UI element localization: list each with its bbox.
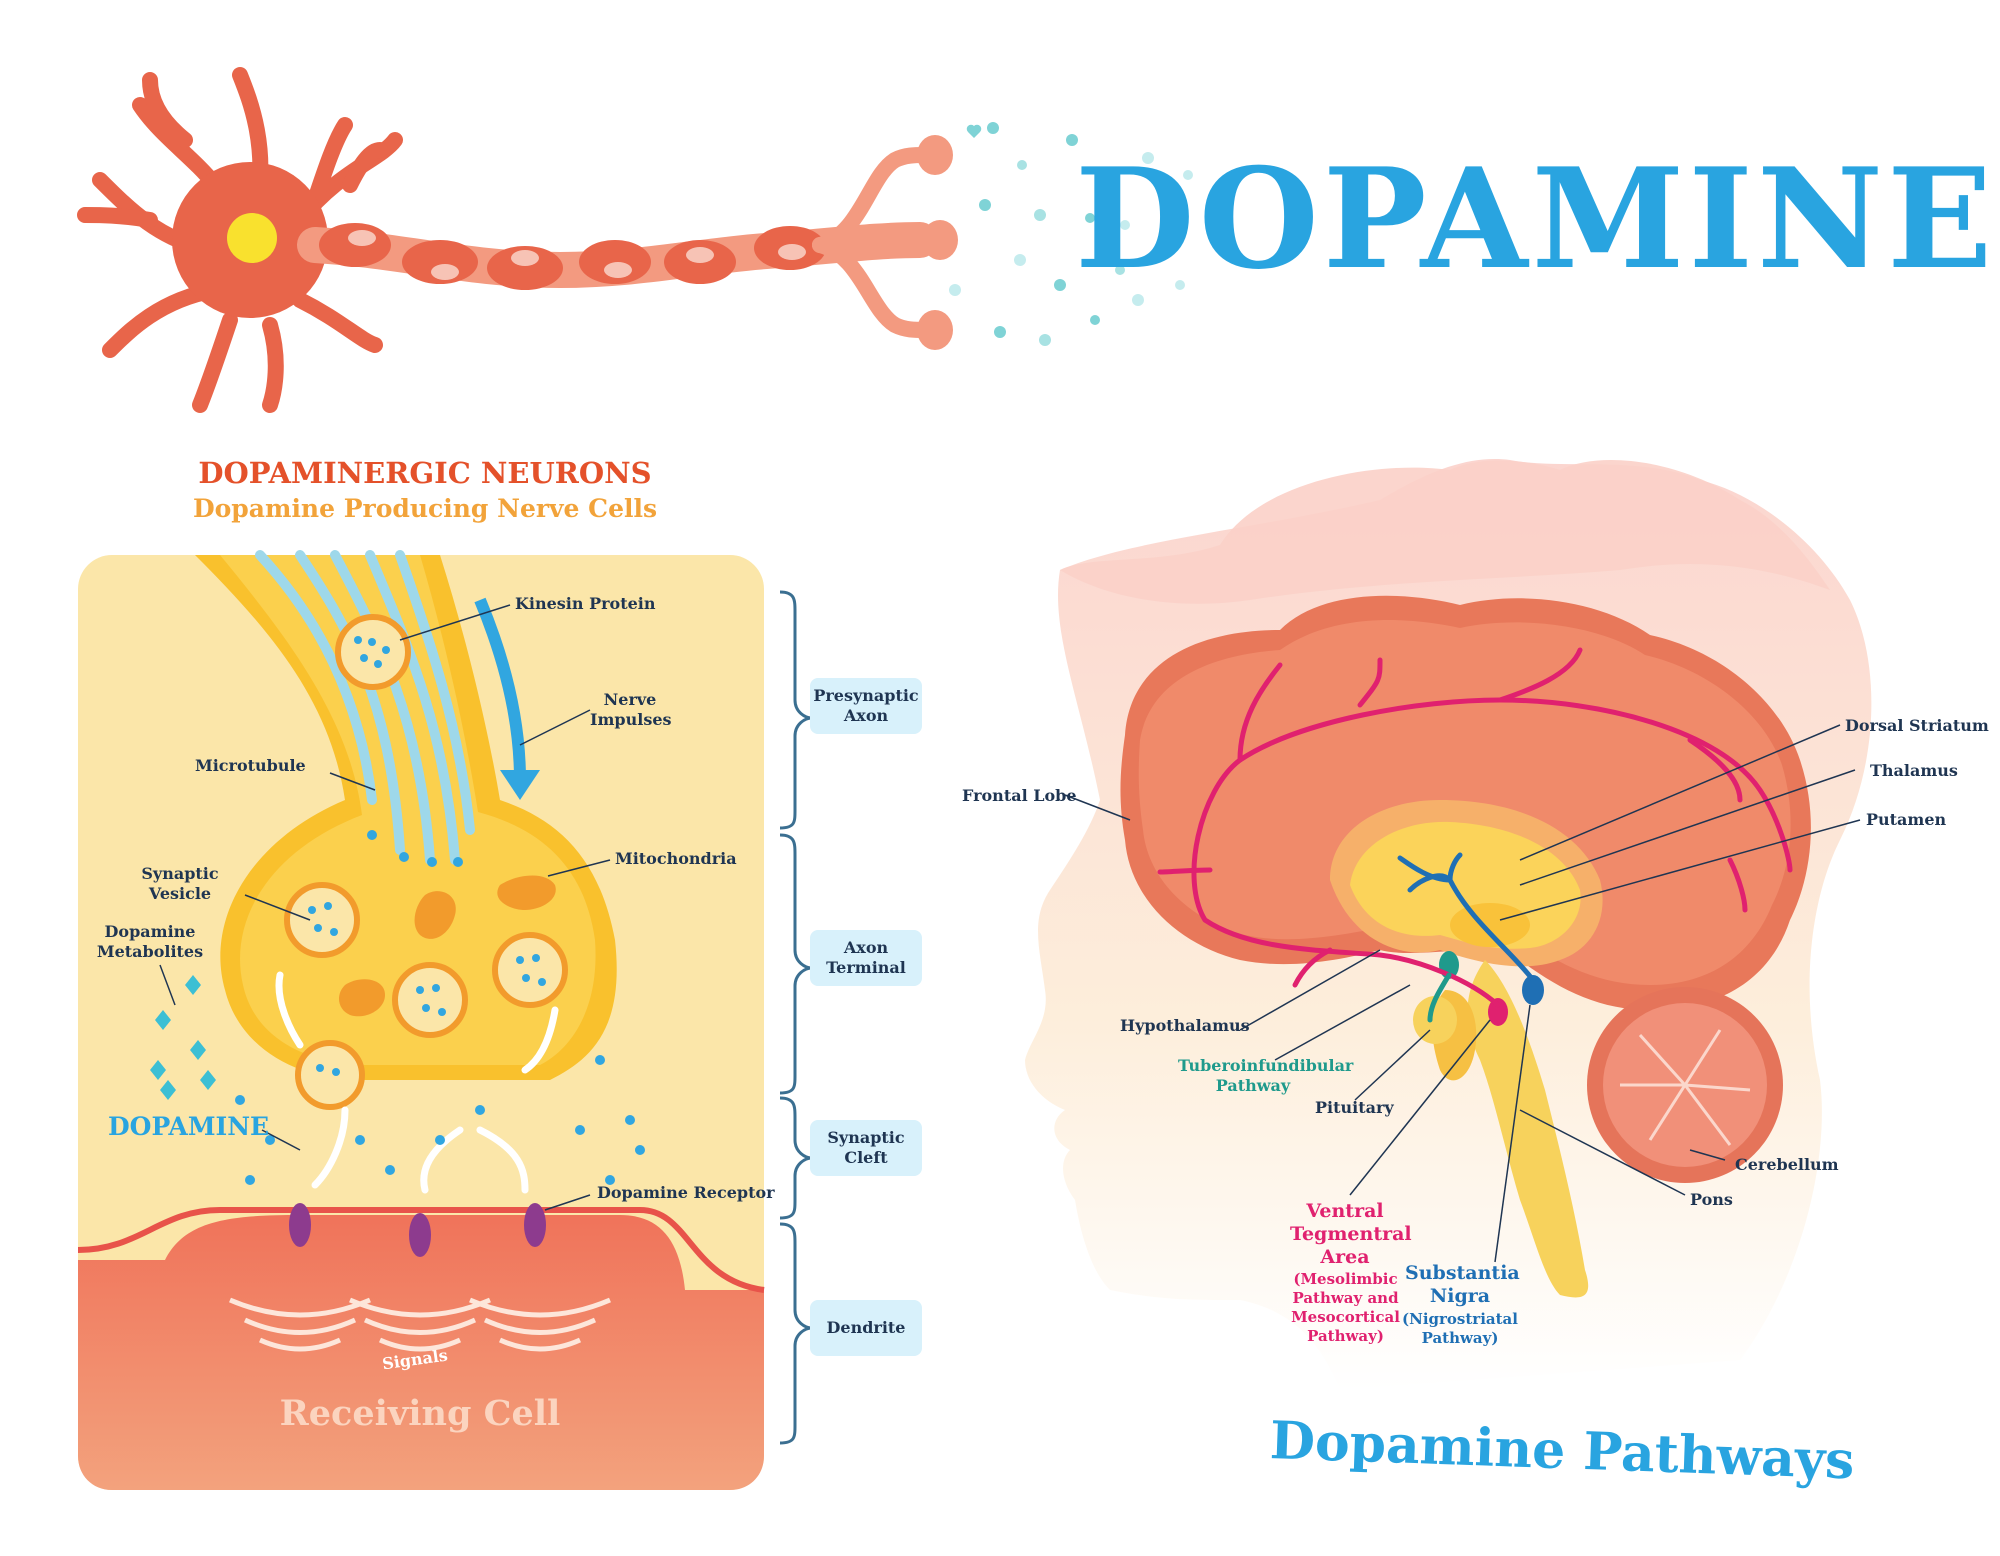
- synaptic-vesicle-label: Synaptic Vesicle: [141, 864, 219, 903]
- dorsal-striatum-label: Dorsal Striatum: [1845, 716, 1989, 735]
- microtubule-label: Microtubule: [195, 756, 306, 775]
- substantia-nigra-note-label: (Nigrostriatal Pathway): [1402, 1310, 1518, 1347]
- brain-illustration: [1025, 459, 1872, 1390]
- substantia-nigra-label: Substantia Nigra: [1405, 1262, 1520, 1307]
- pituitary-label: Pituitary: [1315, 1098, 1394, 1117]
- vta-label: Ventral Tegmentral Area: [1290, 1200, 1412, 1268]
- main-title: DOPAMINE: [1075, 137, 1997, 300]
- dopamine-metabolites-label: Dopamine Metabolites: [96, 922, 204, 961]
- region-tag-presynaptic-axon: Presynaptic Axon: [810, 678, 922, 734]
- left-panel-subtitle: Dopamine Producing Nerve Cells: [192, 494, 658, 523]
- neuron-illustration: [77, 67, 958, 413]
- cerebellum-label: Cerebellum: [1735, 1155, 1839, 1174]
- thalamus-label: Thalamus: [1870, 761, 1958, 780]
- hypothalamus-label: Hypothalamus: [1120, 1016, 1250, 1035]
- region-tag-axon-terminal: Axon Terminal: [810, 930, 922, 986]
- synapse-panel: [77, 550, 765, 1490]
- leader-lines: [159, 604, 1861, 1263]
- mitochondria-label: Mitochondria: [615, 849, 737, 868]
- left-panel-title: DOPAMINERGIC NEURONS: [198, 456, 652, 490]
- putamen-label: Putamen: [1866, 810, 1947, 829]
- region-tag-synaptic-cleft: Synaptic Cleft: [810, 1120, 922, 1176]
- region-brackets: [779, 590, 813, 1445]
- dopamine-particles: [949, 122, 1193, 346]
- dopamine-receptor-label: Dopamine Receptor: [597, 1183, 775, 1202]
- nerve-impulses-label: Nerve Impulses: [590, 690, 672, 729]
- kinesin-protein-label: Kinesin Protein: [515, 594, 656, 613]
- region-tag-dendrite: Dendrite: [810, 1300, 922, 1356]
- pons-label: Pons: [1690, 1190, 1733, 1209]
- tuberoinfundibular-label: Tuberoinfundibular Pathway: [1178, 1056, 1354, 1095]
- frontal-lobe-label: Frontal Lobe: [962, 786, 1077, 805]
- vta-note-label: (Mesolimbic Pathway and Mesocortical Pat…: [1291, 1270, 1400, 1345]
- dopamine-label: DOPAMINE: [108, 1112, 270, 1141]
- receiving-cell-label: Receiving Cell: [279, 1393, 561, 1434]
